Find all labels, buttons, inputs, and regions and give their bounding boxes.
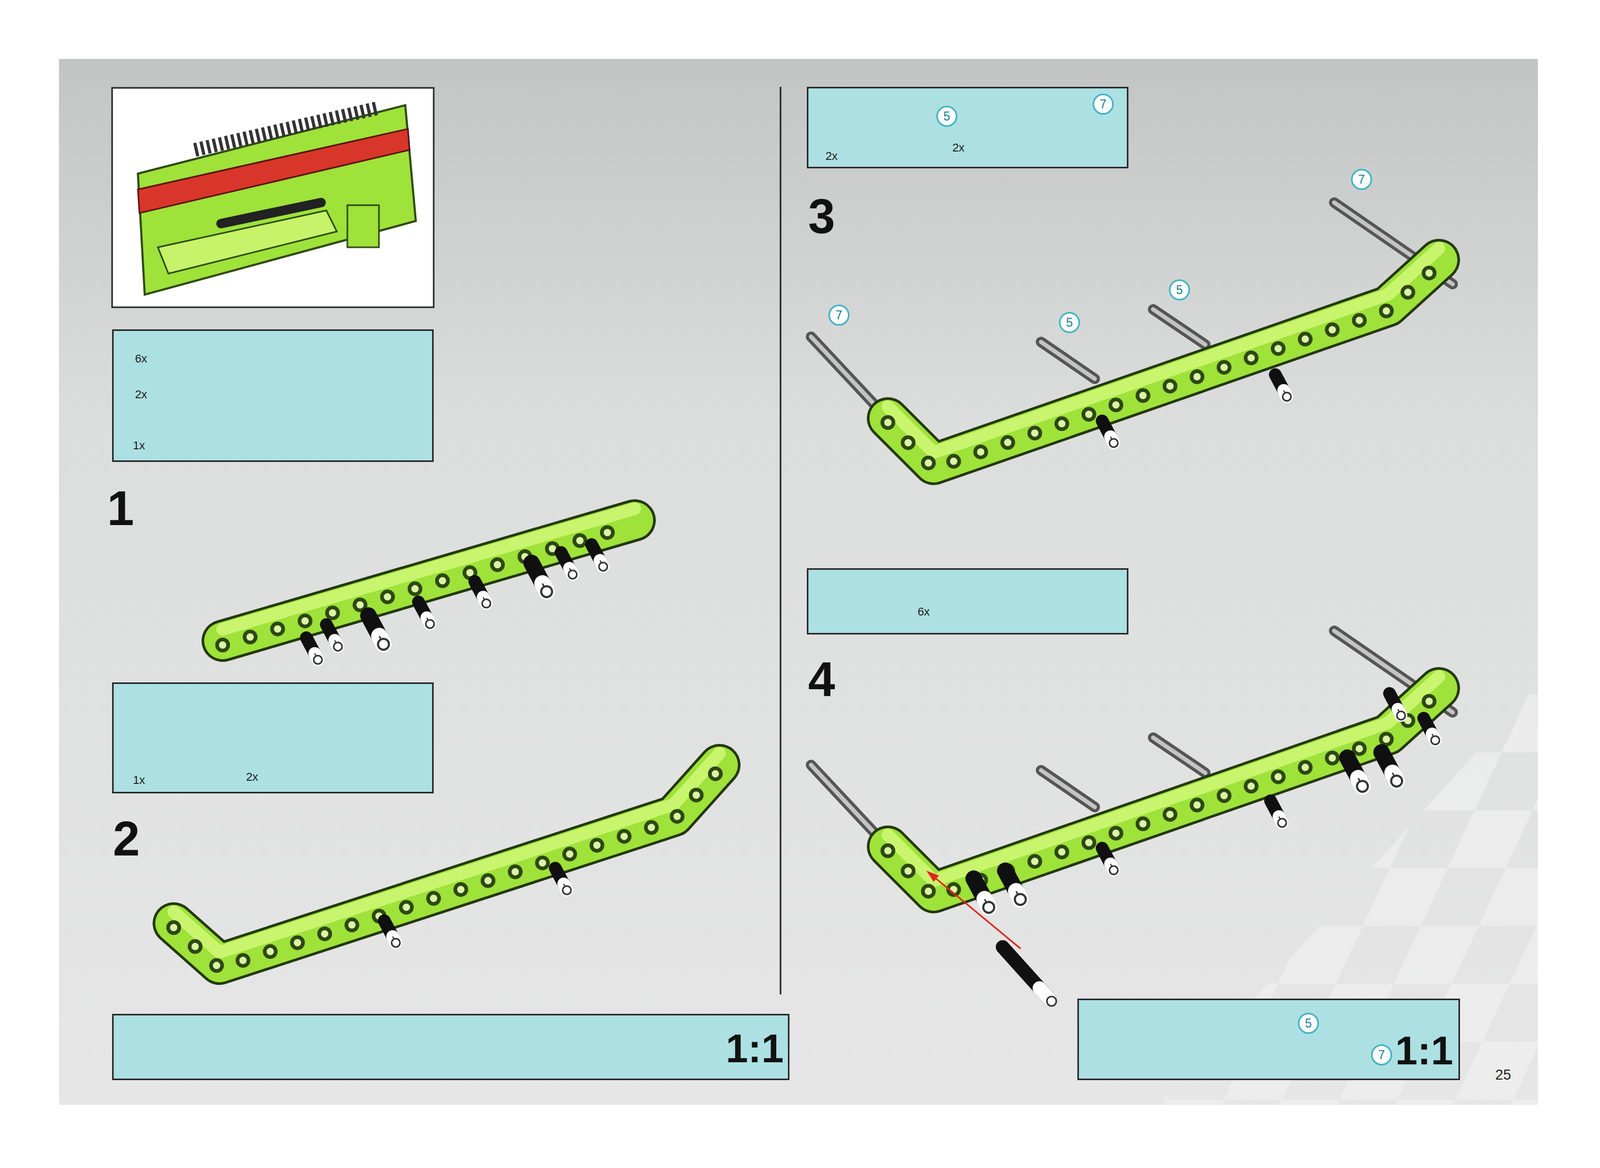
part-count: 1x [132, 440, 145, 452]
parts-list-box: 6x 2x 1x [112, 329, 434, 463]
part-count: 2x [245, 771, 258, 784]
callout-number: 7 [1092, 93, 1114, 115]
scale-box: 1:1 [112, 1014, 790, 1081]
page-number: 25 [1495, 1068, 1512, 1083]
step-number: 4 [807, 655, 835, 704]
callout-number: 5 [1297, 1013, 1319, 1035]
part-count: 2x [952, 142, 965, 154]
step-number: 3 [807, 192, 835, 241]
callout-number: 5 [936, 105, 958, 127]
callout-number: 7 [1351, 168, 1373, 190]
callout-number: 5 [1058, 312, 1080, 334]
part-count: 2x [825, 150, 838, 163]
scale-box: 5 71:1 [1077, 998, 1460, 1081]
part-count: 1x [132, 774, 145, 787]
parts-list-box: 6x [806, 568, 1129, 635]
part-count: 6x [917, 606, 930, 618]
part-count: 2x [134, 388, 147, 401]
scale-label: 1:1 [725, 1028, 784, 1069]
step-number: 1 [106, 484, 134, 533]
callout-number: 7 [1371, 1044, 1393, 1066]
callout-number: 7 [828, 304, 850, 326]
parts-list-box: 2x 5 2x 7 [806, 86, 1129, 169]
part-count: 6x [134, 353, 147, 365]
callout-number: 5 [1168, 279, 1190, 301]
parts-list-box: 1x 2x [112, 682, 434, 794]
step-number: 2 [112, 814, 140, 864]
scale-label: 1:1 [1395, 1031, 1454, 1072]
